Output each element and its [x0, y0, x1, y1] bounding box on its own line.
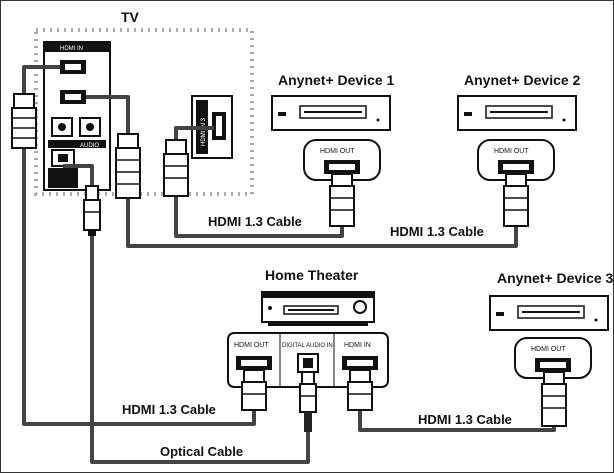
device-2 — [457, 95, 577, 131]
device-2-label: Anynet+ Device 2 — [464, 72, 581, 88]
cable-tv-side-to-device1 — [174, 196, 344, 238]
cable-tv-side — [174, 126, 214, 140]
device-2-hdmi-out-label: HDMI OUT — [494, 148, 529, 155]
ht-digital-audio-in-label: DIGITAL AUDIO IN — [282, 343, 333, 349]
cable-label-hdmi-top-2: HDMI 1.3 Cable — [390, 224, 484, 239]
cable-optical — [90, 236, 310, 464]
hdmi-plug-ht-out — [241, 369, 267, 411]
home-theater-label: Home Theater — [265, 267, 359, 283]
hdmi-plug-ht-in — [347, 369, 373, 411]
cable-optical-top — [63, 164, 94, 186]
cable-tv-hdmi2 — [86, 95, 130, 134]
hdmi-plug-device1 — [329, 173, 355, 227]
hdmi-plug-tv-left — [11, 93, 37, 149]
cable-label-hdmi-top-1: HDMI 1.3 Cable — [208, 214, 302, 229]
device-2-port-panel: HDMI OUT — [477, 139, 555, 181]
cable-tv-to-ht-hdmi — [22, 148, 256, 426]
tv-side-hdmi-label: HDMI IN 3 — [201, 117, 207, 146]
tv-label: TV — [121, 9, 140, 25]
cable-ht-to-device3 — [358, 410, 556, 432]
cable-paths — [22, 65, 556, 464]
device-3 — [489, 295, 609, 331]
hdmi-plug-tv-side — [163, 139, 189, 197]
cable-tv-to-device2 — [126, 198, 518, 248]
tv-audio-label: AUDIO — [80, 143, 99, 149]
connectors — [11, 93, 567, 432]
hdmi-plug-device2 — [503, 173, 529, 227]
optical-plug-tv — [83, 185, 101, 236]
device-1-label: Anynet+ Device 1 — [278, 72, 395, 88]
tv-hdmi-in-label: HDMI IN — [60, 46, 83, 52]
device-3-port-panel: HDMI OUT — [514, 337, 592, 379]
home-theater-port-panel: HDMI OUT DIGITAL AUDIO IN HDMI IN — [227, 332, 389, 388]
optical-plug-ht — [299, 371, 317, 432]
device-3-label: Anynet+ Device 3 — [497, 270, 614, 286]
cable-label-hdmi-bottom-right: HDMI 1.3 Cable — [418, 412, 512, 427]
device-3-hdmi-out-label: HDMI OUT — [531, 346, 566, 353]
home-theater — [261, 291, 375, 326]
device-1-port-panel: HDMI OUT — [303, 139, 381, 181]
ht-hdmi-out-label: HDMI OUT — [234, 342, 269, 349]
cable-label-optical: Optical Cable — [160, 444, 243, 459]
cable-label-hdmi-bottom-left: HDMI 1.3 Cable — [122, 402, 216, 417]
device-1-hdmi-out-label: HDMI OUT — [320, 148, 355, 155]
hdmi-plug-tv-hdmi2 — [115, 133, 141, 199]
hdmi-plug-device3 — [541, 371, 567, 427]
ht-hdmi-in-label: HDMI IN — [344, 342, 371, 349]
cable-tv-hdmi1 — [22, 65, 60, 96]
device-1 — [271, 95, 391, 131]
